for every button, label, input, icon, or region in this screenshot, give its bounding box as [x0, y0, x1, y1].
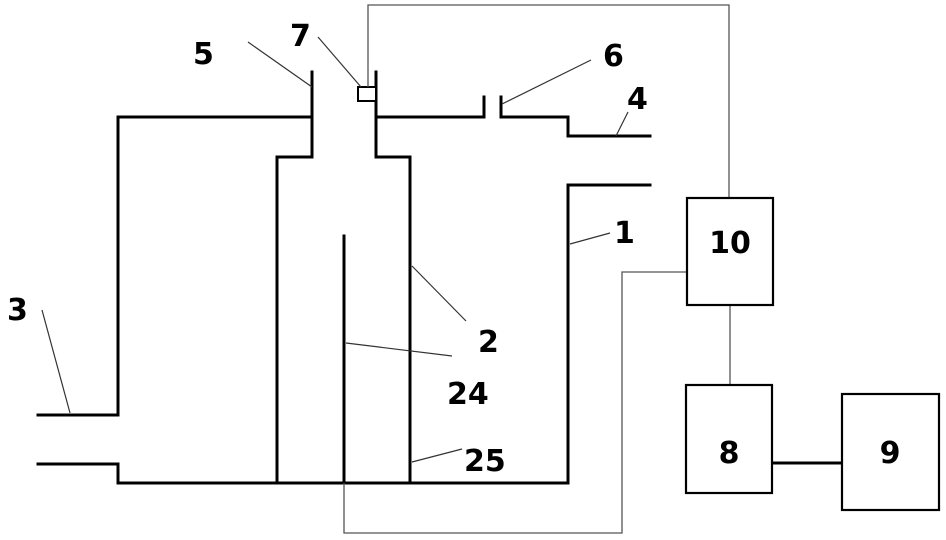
label-24: 24	[447, 377, 489, 412]
label-3: 3	[7, 293, 28, 328]
box-8: 8	[686, 385, 772, 493]
wiring	[344, 5, 730, 533]
label-5: 5	[193, 37, 214, 72]
label-4: 4	[627, 82, 648, 117]
sensor-7	[358, 87, 376, 101]
inner-tube	[277, 72, 501, 483]
box-9-label: 9	[880, 436, 901, 471]
label-7: 7	[290, 19, 311, 54]
box-10-label: 10	[709, 226, 751, 261]
leader-lines	[42, 37, 628, 462]
label-2: 2	[478, 325, 499, 360]
box-8-label: 8	[719, 436, 740, 471]
label-25: 25	[464, 444, 506, 479]
box-10: 10	[687, 198, 773, 305]
box-9: 9	[842, 394, 939, 510]
label-6: 6	[603, 39, 624, 74]
label-1: 1	[614, 216, 635, 251]
